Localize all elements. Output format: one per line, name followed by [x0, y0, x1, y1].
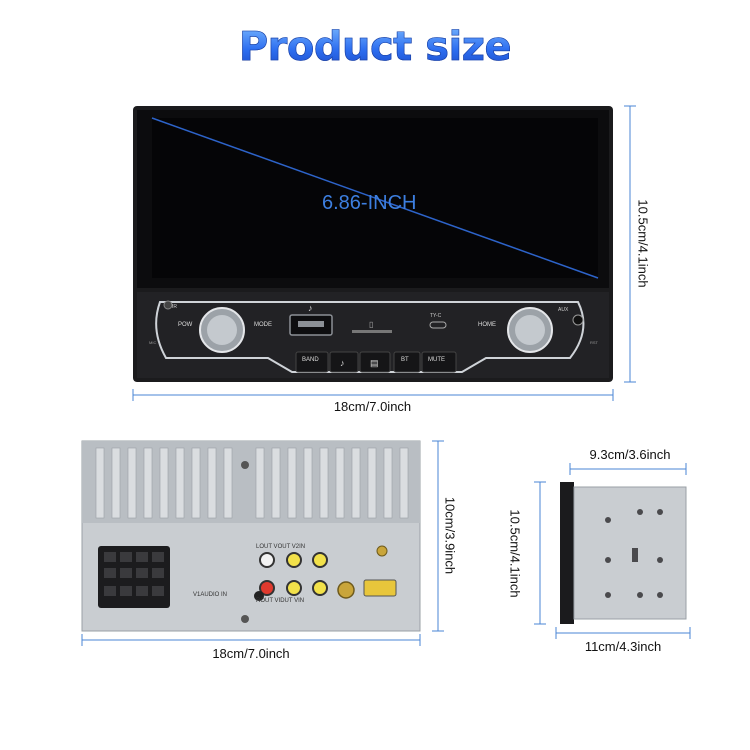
gps-antenna-port	[376, 545, 388, 557]
page-title: Product size	[0, 24, 750, 71]
volume-knob-center	[207, 315, 237, 345]
vidut-jack	[286, 580, 302, 596]
music-note-icon: ♪	[340, 358, 345, 368]
front-width-label: 18cm/7.0inch	[0, 399, 750, 414]
band-button	[295, 351, 329, 373]
back-view	[81, 440, 421, 632]
heatsink-fins	[95, 447, 409, 519]
side-mount-holes	[605, 509, 663, 598]
back-dimension-lines	[81, 440, 444, 646]
side-front-bezel	[560, 482, 574, 624]
side-depth-label: 9.3cm/3.6inch	[589, 447, 671, 462]
sd-card-icon: ▯	[369, 320, 373, 329]
tune-knob-center	[515, 315, 545, 345]
ports-top-label: LOUT VOUT V2IN	[256, 544, 306, 550]
sd-slot	[352, 330, 392, 333]
screen-size-label: 6.86-INCH	[322, 192, 417, 214]
rst-label: RST	[590, 340, 598, 345]
mode-label: MODE	[254, 322, 272, 328]
aux-in-label: V1AUDIO IN	[193, 592, 228, 598]
rout-jack	[259, 580, 275, 596]
ir-label: IR	[172, 304, 177, 310]
front-height-label: 10.5cm/4.1inch	[635, 199, 651, 288]
home-label: HOME	[478, 322, 496, 328]
front-width-text: 18cm/7.0inch	[333, 399, 412, 414]
menu-button	[359, 351, 391, 373]
side-view	[560, 482, 687, 624]
ports-bottom-label: ROUT VIDUT VIN	[256, 598, 305, 604]
screen-diagonal-line	[151, 117, 599, 279]
type-c-port	[429, 321, 447, 329]
aux-in-jack	[254, 591, 264, 601]
side-dimension-lines	[534, 463, 691, 639]
tyc-label: TY-C	[430, 313, 442, 319]
bt-label: BT	[401, 357, 409, 363]
bt-button	[393, 351, 421, 373]
side-width-label: 11cm/4.3inch	[584, 639, 662, 654]
back-screw-top	[241, 461, 249, 469]
mute-label: MUTE	[428, 357, 445, 363]
aux-jack	[572, 314, 584, 326]
back-height-label: 10cm/3.9inch	[442, 496, 458, 575]
usb-music-icon: ♪	[308, 303, 313, 313]
music-button	[329, 351, 359, 373]
back-usb-port	[363, 579, 397, 597]
vin-jack	[312, 580, 328, 596]
vout-jack	[286, 552, 302, 568]
menu-icon: ▤	[370, 358, 379, 368]
aux-label: AUX	[558, 307, 569, 313]
front-dimension-lines	[132, 105, 636, 401]
lout-jack	[259, 552, 275, 568]
back-screw-bottom	[241, 615, 249, 623]
back-width-label: 18cm/7.0inch	[212, 646, 290, 661]
radio-antenna-port	[337, 581, 355, 599]
side-height-label: 10.5cm/4.1inch	[507, 509, 523, 598]
v2in-jack	[312, 552, 328, 568]
pow-label: POW	[178, 322, 193, 328]
mic-label: MIC	[149, 340, 157, 345]
band-label: BAND	[302, 357, 319, 363]
usb-port-tongue	[298, 321, 324, 327]
heatsink	[82, 441, 420, 523]
ir-sensor	[163, 300, 173, 310]
iso-connector-pins	[104, 552, 164, 596]
side-chassis	[573, 486, 687, 620]
mute-button	[421, 351, 457, 373]
front-view: ♪ ▤ ♪ ▯	[133, 106, 613, 382]
